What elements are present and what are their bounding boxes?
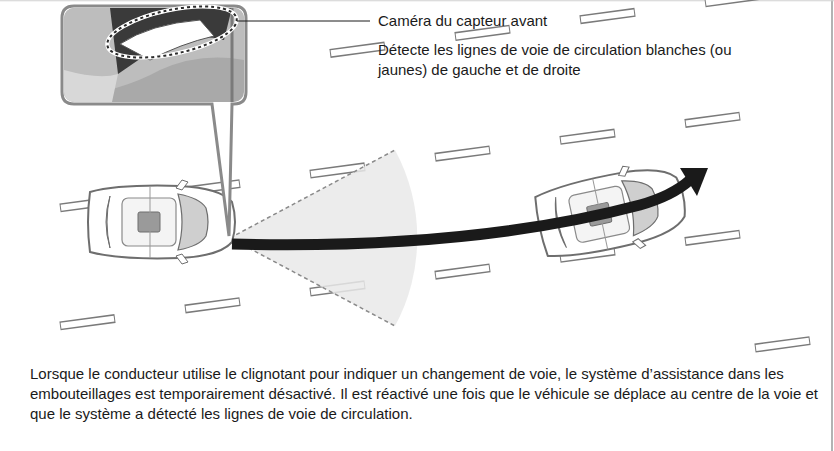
lane-dash bbox=[436, 150, 489, 157]
lane-dash bbox=[435, 150, 490, 157]
lane-dash bbox=[706, 0, 759, 3]
lane-dash bbox=[185, 302, 240, 309]
lane-dash bbox=[581, 12, 634, 19]
lane-dash bbox=[456, 29, 509, 36]
lane-dash bbox=[756, 341, 809, 348]
note-label: Détecte les lignes de voie de circulatio… bbox=[378, 40, 768, 80]
lane-dash bbox=[455, 29, 510, 36]
lane-dash bbox=[705, 0, 760, 3]
lane-dash bbox=[580, 12, 635, 19]
lane-dash bbox=[331, 46, 384, 53]
lane-dash bbox=[686, 116, 739, 123]
lane-dash bbox=[685, 116, 740, 123]
lane-dash bbox=[330, 46, 385, 53]
lane-dash bbox=[436, 268, 489, 275]
lane-dash bbox=[561, 133, 614, 140]
lane-dash bbox=[686, 234, 739, 241]
lane-dash bbox=[60, 318, 115, 325]
part-label: Caméra du capteur avant bbox=[378, 11, 547, 31]
lane-dash bbox=[435, 268, 490, 275]
lane-dash bbox=[685, 234, 740, 241]
lane-dash bbox=[560, 133, 615, 140]
lane-dash bbox=[755, 341, 810, 348]
lane-dash bbox=[61, 319, 114, 326]
caption-note: Lorsque le conducteur utilise le clignot… bbox=[30, 364, 822, 424]
lane-dash bbox=[186, 302, 239, 309]
